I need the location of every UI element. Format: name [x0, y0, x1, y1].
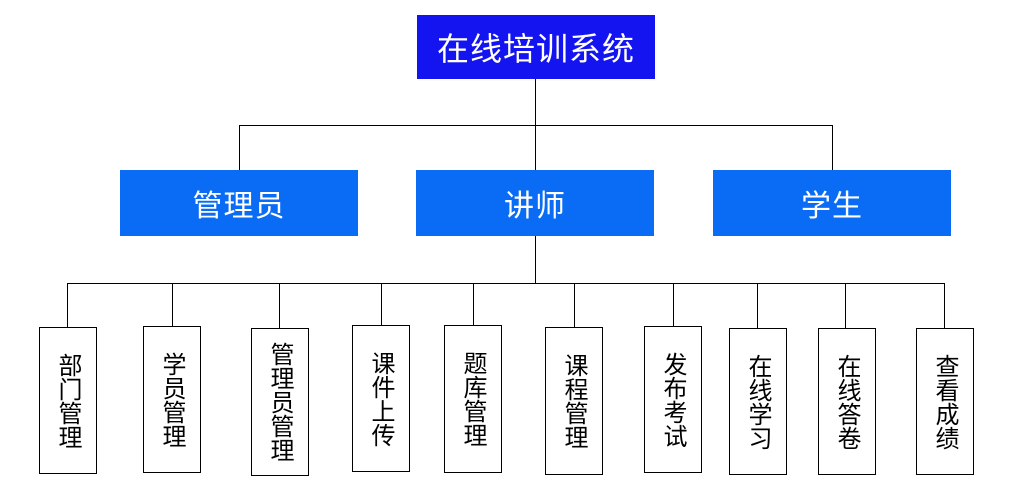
module-node-online-learning: 在线学习: [729, 328, 787, 475]
module-node-department: 部门管理: [39, 327, 97, 474]
role-node-student: 学生: [713, 170, 951, 236]
module-node-label: 题库管理: [459, 351, 487, 447]
connector-module-4: [381, 283, 382, 325]
connector-roles-horizontal: [239, 125, 833, 126]
connector-module-10: [944, 283, 945, 328]
module-node-label: 学员管理: [158, 351, 186, 448]
role-node-label: 管理员: [192, 189, 286, 224]
connector-module-8: [757, 283, 758, 328]
root-node-label: 在线培训系统: [436, 30, 635, 68]
connector-role-lecturer: [535, 125, 536, 170]
role-node-admin: 管理员: [120, 170, 358, 236]
module-node-publish-exam: 发布考试: [644, 326, 702, 473]
connector-module-5: [473, 283, 474, 325]
module-node-label: 课程管理: [560, 353, 588, 449]
module-node-online-answering: 在线答卷: [818, 328, 876, 475]
root-node: 在线培训系统: [417, 15, 655, 79]
module-node-label: 部门管理: [54, 352, 82, 449]
module-node-course-management: 课程管理: [545, 327, 603, 475]
connector-modules-horizontal: [67, 283, 945, 284]
connector-root-down: [535, 79, 536, 126]
role-node-label: 学生: [801, 189, 863, 224]
module-node-label: 课件上传: [367, 350, 395, 447]
connector-lecturer-down: [535, 236, 536, 284]
module-node-question-bank: 题库管理: [444, 325, 502, 473]
connector-module-3: [279, 283, 280, 328]
module-node-label: 在线学习: [744, 353, 772, 450]
role-node-lecturer: 讲师: [416, 170, 654, 236]
module-node-label: 在线答卷: [833, 353, 861, 450]
connector-role-student: [832, 125, 833, 170]
module-node-label: 发布考试: [659, 351, 687, 448]
module-node-label: 管理员管理: [266, 342, 294, 462]
connector-module-1: [67, 283, 68, 327]
role-node-label: 讲师: [504, 189, 566, 224]
module-node-label: 查看成绩: [931, 353, 959, 450]
connector-module-7: [673, 283, 674, 326]
module-node-trainee: 学员管理: [143, 326, 201, 473]
connector-module-2: [172, 283, 173, 326]
module-node-courseware-upload: 课件上传: [352, 325, 410, 472]
connector-module-6: [574, 283, 575, 327]
module-node-view-scores: 查看成绩: [916, 328, 974, 475]
connector-module-9: [845, 283, 846, 328]
connector-role-admin: [239, 125, 240, 170]
module-node-admin-management: 管理员管理: [251, 328, 309, 476]
